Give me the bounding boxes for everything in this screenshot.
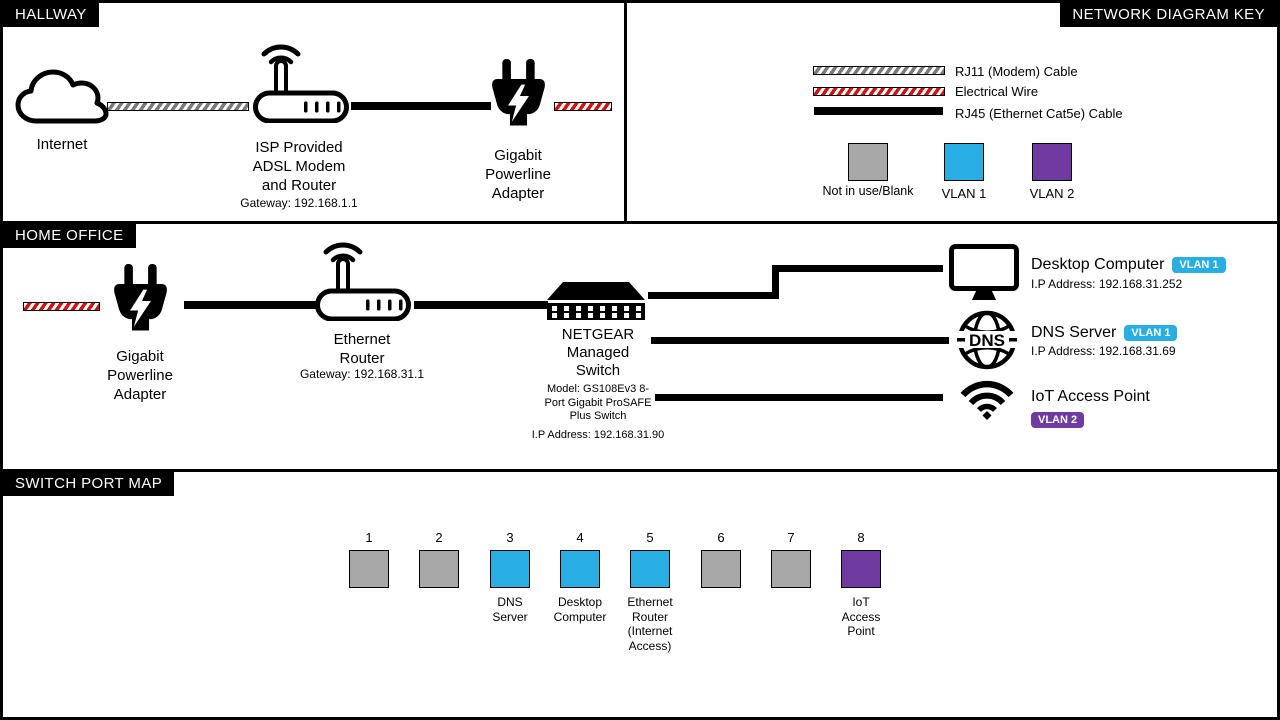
key-rj11-sample bbox=[813, 66, 945, 75]
rj45-link-switch-iot bbox=[655, 394, 943, 401]
port-4-number: 4 bbox=[576, 530, 584, 545]
electrical-wire-home-office bbox=[23, 302, 100, 311]
port-5-number: 5 bbox=[646, 530, 654, 545]
desktop-computer-ip: I.P Address: 192.168.31.252 bbox=[1031, 277, 1183, 291]
svg-text:DNS: DNS bbox=[969, 331, 1005, 350]
port-map-title: SWITCH PORT MAP bbox=[3, 472, 175, 496]
port-1 bbox=[349, 550, 389, 588]
internet-cloud-icon bbox=[15, 69, 109, 124]
dns-server-vlan-badge: VLAN 1 bbox=[1124, 325, 1178, 341]
key-swatch-blank bbox=[848, 143, 888, 181]
managed-switch-label: NETGEAR Managed Switch bbox=[561, 326, 635, 379]
internet-label: Internet bbox=[36, 136, 88, 153]
divider-horizontal-1 bbox=[3, 221, 1277, 224]
ethernet-router-gateway: Gateway: 192.168.31.1 bbox=[299, 367, 425, 381]
desktop-computer-vlan-badge: VLAN 1 bbox=[1172, 257, 1226, 273]
iot-access-point-label: IoT Access Point bbox=[1031, 388, 1150, 405]
rj45-link-switch-dns bbox=[651, 337, 949, 344]
port-5 bbox=[630, 550, 670, 588]
port-6 bbox=[701, 550, 741, 588]
port-4 bbox=[560, 550, 600, 588]
powerline-adapter-icon-office bbox=[114, 264, 167, 331]
key-swatch-vlan1 bbox=[944, 143, 984, 181]
iot-access-point-row: IoT Access Point bbox=[1031, 388, 1150, 406]
managed-switch-icon bbox=[547, 282, 645, 320]
port-7 bbox=[771, 550, 811, 588]
key-rj11-label: RJ11 (Modem) Cable bbox=[955, 64, 1078, 79]
port-5-label: Ethernet Router (Internet Access) bbox=[627, 595, 673, 653]
port-4-label: Desktop Computer bbox=[553, 595, 607, 624]
ethernet-router-label: Ethernet Router bbox=[333, 331, 391, 367]
iot-access-point-icon bbox=[960, 380, 1014, 420]
key-swatch-blank-label: Not in use/Blank bbox=[822, 184, 914, 198]
port-2-number: 2 bbox=[435, 530, 443, 545]
key-rj45-sample bbox=[814, 107, 943, 115]
rj45-link-switch-desktop-b bbox=[772, 265, 779, 299]
rj45-cable-router-switch bbox=[414, 301, 548, 309]
port-2 bbox=[419, 550, 459, 588]
divider-horizontal-2 bbox=[3, 469, 1277, 472]
hallway-title: HALLWAY bbox=[3, 3, 99, 27]
key-electrical-label: Electrical Wire bbox=[955, 84, 1039, 99]
rj45-link-switch-desktop-a bbox=[648, 292, 779, 299]
port-3-label: DNS Server bbox=[492, 595, 528, 624]
iot-access-point-vlan-badge-wrap: VLAN 2 bbox=[1031, 410, 1085, 428]
home-office-title: HOME OFFICE bbox=[3, 224, 136, 248]
key-rj45-label: RJ45 (Ethernet Cat5e) Cable bbox=[955, 106, 1123, 121]
port-3 bbox=[490, 550, 530, 588]
port-8-label: IoT Access Point bbox=[841, 595, 881, 638]
desktop-computer-label: Desktop Computer bbox=[1031, 256, 1165, 273]
powerline-adapter-label-office: Gigabit Powerline Adapter bbox=[107, 348, 173, 403]
key-swatch-vlan2 bbox=[1032, 143, 1072, 181]
port-7-number: 7 bbox=[787, 530, 795, 545]
key-swatch-vlan1-label: VLAN 1 bbox=[941, 186, 987, 201]
iot-access-point-vlan-badge: VLAN 2 bbox=[1031, 412, 1085, 428]
adsl-modem-router-icon bbox=[253, 44, 349, 123]
adsl-modem-label: ISP Provided ADSL Modem and Router bbox=[252, 139, 346, 194]
rj45-link-switch-desktop-c bbox=[772, 265, 943, 272]
key-electrical-sample bbox=[813, 87, 945, 96]
electrical-wire-hallway bbox=[554, 102, 612, 111]
ethernet-router-icon bbox=[315, 242, 411, 321]
rj11-cable-internet-modem bbox=[107, 102, 249, 111]
dns-server-row: DNS Server VLAN 1 bbox=[1031, 324, 1178, 342]
managed-switch-ip: I.P Address: 192.168.31.90 bbox=[531, 429, 665, 441]
port-6-number: 6 bbox=[717, 530, 725, 545]
port-8-number: 8 bbox=[857, 530, 865, 545]
desktop-computer-icon bbox=[949, 244, 1019, 300]
port-1-number: 1 bbox=[365, 530, 373, 545]
dns-server-icon: DNS bbox=[957, 310, 1017, 370]
adsl-modem-gateway: Gateway: 192.168.1.1 bbox=[240, 196, 358, 210]
powerline-adapter-icon-hallway bbox=[492, 59, 545, 126]
dns-server-label: DNS Server bbox=[1031, 324, 1117, 341]
port-8 bbox=[841, 550, 881, 588]
divider-vertical bbox=[624, 3, 627, 223]
key-swatch-vlan2-label: VLAN 2 bbox=[1029, 186, 1075, 201]
key-title: NETWORK DIAGRAM KEY bbox=[1060, 3, 1277, 27]
rj45-cable-powerline-router bbox=[184, 301, 318, 309]
dns-server-ip: I.P Address: 192.168.31.69 bbox=[1031, 344, 1176, 358]
desktop-computer-row: Desktop Computer VLAN 1 bbox=[1031, 256, 1226, 274]
rj45-cable-modem-powerline bbox=[351, 102, 491, 110]
managed-switch-model: Model: GS108Ev3 8- Port Gigabit ProSAFE … bbox=[544, 383, 652, 422]
powerline-adapter-label-hallway: Gigabit Powerline Adapter bbox=[485, 147, 551, 202]
port-3-number: 3 bbox=[506, 530, 514, 545]
